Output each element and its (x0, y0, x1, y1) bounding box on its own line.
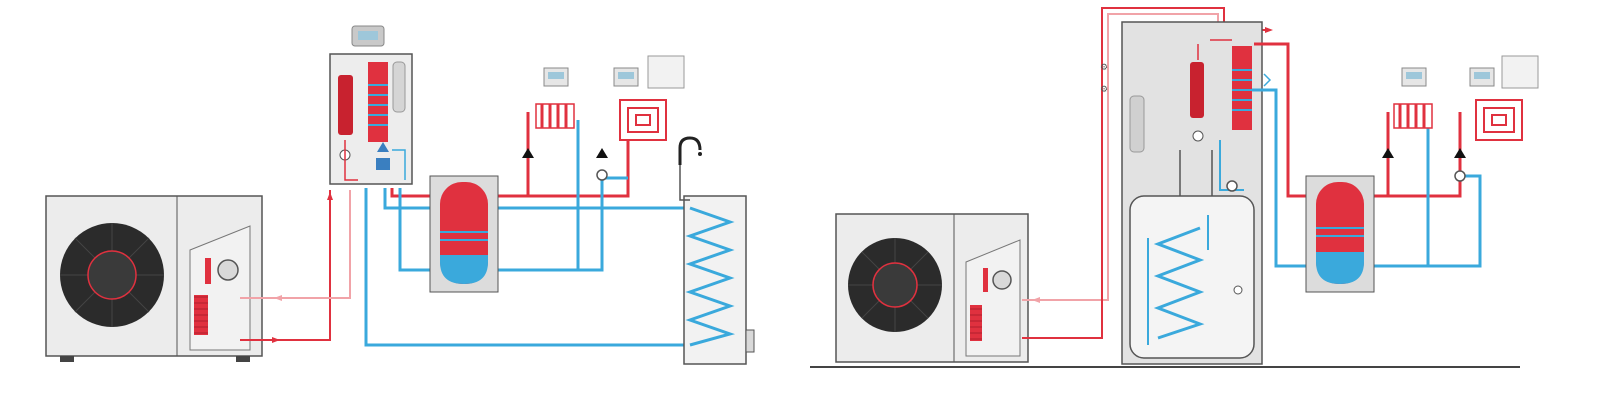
radiator-icon (1393, 67, 1433, 129)
dhw-cylinder-left (679, 150, 755, 365)
svg-text:⚙: ⚙ (1100, 85, 1108, 95)
buffer-tank-right (1305, 175, 1375, 293)
svg-text:⚙: ⚙ (1100, 63, 1108, 73)
radiator-icon (535, 67, 575, 129)
underfloor-heating-icon (613, 55, 685, 141)
indoor-hydraulic-module (329, 53, 413, 185)
outdoor-unit-right (835, 213, 1029, 363)
indoor-tower-unit: ⚙ ⚙ (1100, 21, 1263, 365)
underfloor-heating-icon (1469, 55, 1539, 141)
left-system (45, 25, 755, 365)
integrated-dhw-cylinder (1129, 195, 1255, 359)
right-system: ⚙ ⚙ (810, 7, 1539, 368)
room-controller-icon (351, 25, 385, 47)
outdoor-unit-left (45, 195, 263, 362)
buffer-tank-left (429, 175, 499, 293)
hot-water-tap-icon (678, 136, 702, 165)
